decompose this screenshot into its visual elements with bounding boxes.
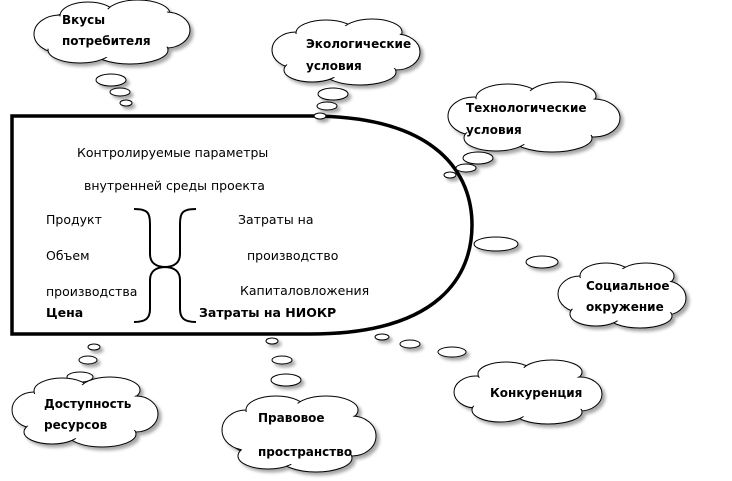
cloud-competition-line1: Конкуренция — [490, 386, 582, 400]
core-block — [10, 114, 474, 336]
right-item-rnd: Затраты на НИОКР — [199, 305, 336, 320]
cloud-social-fill — [560, 266, 683, 324]
right-item-production: производство — [247, 248, 338, 263]
core-title-line1: Контролируемые параметры — [77, 145, 268, 160]
cloud-tastes-fill — [36, 3, 187, 60]
left-item-volume: Объем — [46, 248, 90, 263]
cloud-legal-fill — [224, 399, 373, 468]
right-item-costs: Затраты на — [238, 212, 314, 227]
cloud-technology-line1: Технологические — [466, 101, 587, 115]
cloud-tastes-line2: потребителя — [62, 34, 151, 48]
cloud-ecology-line1: Экологические — [306, 37, 411, 51]
cloud-legal-line2: пространство — [258, 445, 352, 459]
cloud-ecology-line2: условия — [306, 59, 362, 73]
cloud-resources-line1: Доступность — [44, 397, 132, 411]
right-brace — [163, 208, 197, 323]
left-item-price: Цена — [46, 305, 83, 320]
right-item-capital: Капиталовложения — [240, 283, 369, 298]
core-title-line2: внутренней среды проекта — [84, 178, 265, 193]
cloud-social-line1: Социальное — [586, 279, 670, 293]
cloud-resources-fill — [14, 380, 155, 443]
left-item-production: производства — [46, 284, 137, 299]
cloud-competition-fill — [456, 363, 599, 420]
cloud-social-line2: окружение — [586, 300, 664, 314]
cloud-technology-line2: условия — [466, 123, 522, 137]
cloud-ecology-fill — [274, 22, 417, 81]
left-item-product: Продукт — [46, 212, 102, 227]
cloud-legal-line1: Правовое — [258, 411, 325, 425]
cloud-resources-line2: ресурсов — [44, 418, 108, 432]
cloud-tastes-line1: Вкусы — [62, 13, 105, 27]
cloud-technology-fill — [450, 85, 617, 148]
